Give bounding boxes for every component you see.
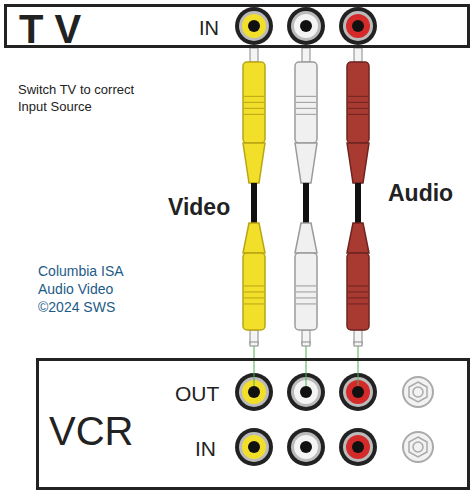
rf-coax-jacks <box>403 377 433 462</box>
rca-cable <box>295 48 317 386</box>
rca-cable <box>347 48 369 386</box>
instruction-note: Switch TV to correct Input Source <box>18 82 148 116</box>
device-name: VCR <box>49 407 133 455</box>
cable-label: Video <box>168 193 230 223</box>
rca-cable <box>243 48 265 386</box>
port-label: IN <box>199 16 219 40</box>
copyright-note: Columbia ISA Audio Video ©2024 SWS <box>38 262 148 317</box>
vcr-jacks <box>235 373 377 466</box>
cable-label: Audio <box>388 179 453 209</box>
port-label: IN <box>195 436 216 461</box>
vcr-box: OUT VCR IN <box>36 358 470 490</box>
port-label: OUT <box>175 381 219 406</box>
tv-box: T VIN <box>4 4 470 48</box>
device-name: T V <box>19 5 81 53</box>
tv-jacks <box>235 7 377 45</box>
